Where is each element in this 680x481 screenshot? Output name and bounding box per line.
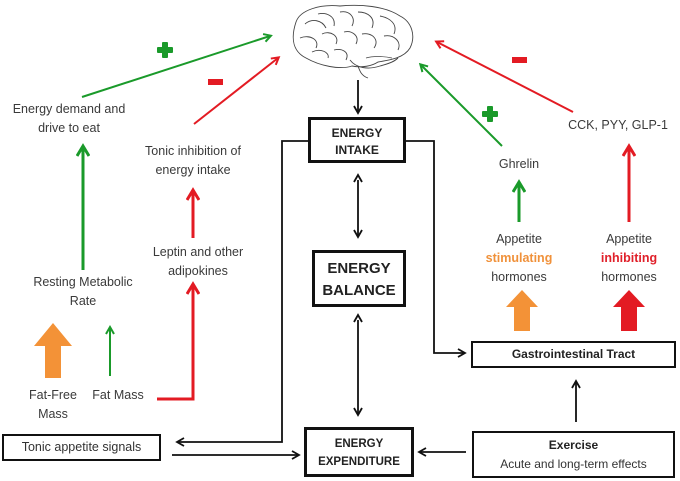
rmr-line2: Rate bbox=[69, 294, 97, 308]
leptin-line2: adipokines bbox=[168, 264, 228, 278]
cck-pyy-glp1-label: CCK, PYY, GLP-1 bbox=[558, 116, 678, 135]
ghrelin-label: Ghrelin bbox=[484, 155, 554, 174]
cck-text: CCK, PYY, GLP-1 bbox=[568, 118, 668, 132]
energy-intake-line1: ENERGY bbox=[331, 126, 383, 140]
fat-free-mass-block-arrow bbox=[34, 323, 72, 378]
fat-free-mass-line2: Mass bbox=[38, 407, 68, 421]
exercise-box: Exercise Acute and long-term effects bbox=[472, 431, 675, 478]
fat-mass-label: Fat Mass bbox=[86, 386, 150, 405]
energy-balance-line1: ENERGY bbox=[327, 260, 391, 277]
appetite-inhib-line1: Appetite bbox=[606, 232, 652, 246]
cck-to-brain-arrow bbox=[437, 42, 574, 113]
ghrelin-text: Ghrelin bbox=[498, 157, 540, 171]
appetite-inhibiting-label: Appetite inhibiting hormones bbox=[584, 230, 674, 287]
leptin-label: Leptin and other adipokines bbox=[138, 243, 258, 281]
gi-tract-label: Gastrointestinal Tract bbox=[511, 347, 636, 361]
tonic-inhibition-line2: energy intake bbox=[155, 163, 231, 177]
appetite-stim-line2: stimulating bbox=[485, 251, 553, 265]
appetite-inhib-line2: inhibiting bbox=[600, 251, 658, 265]
appetite-inhib-line3: hormones bbox=[601, 270, 657, 284]
gi-to-stimulating-block-arrow bbox=[506, 290, 538, 331]
minus-sign-icon bbox=[512, 57, 527, 63]
appetite-stim-line3: hormones bbox=[491, 270, 547, 284]
leptin-line1: Leptin and other bbox=[152, 245, 244, 259]
ghrelin-to-brain-arrow bbox=[421, 65, 503, 147]
gi-to-inhibiting-block-arrow bbox=[613, 290, 645, 331]
resting-metabolic-rate-label: Resting Metabolic Rate bbox=[18, 273, 148, 311]
energy-demand-to-brain-arrow bbox=[81, 36, 270, 98]
minus-sign-icon bbox=[208, 79, 223, 85]
fat-mass-text: Fat Mass bbox=[92, 388, 144, 402]
appetite-stim-line1: Appetite bbox=[496, 232, 542, 246]
tonic-inhibition-to-brain-arrow bbox=[193, 58, 278, 125]
exercise-title: Exercise bbox=[548, 438, 599, 452]
intake-to-tonic-signals-line bbox=[175, 140, 310, 447]
plus-sign-icon bbox=[157, 42, 173, 58]
tonic-appetite-signals-label: Tonic appetite signals bbox=[21, 440, 142, 454]
rmr-line1: Resting Metabolic bbox=[33, 275, 133, 289]
fat-free-mass-line1: Fat-Free bbox=[29, 388, 77, 402]
energy-balance-box: ENERGY BALANCE bbox=[312, 250, 406, 307]
energy-intake-box: ENERGY INTAKE bbox=[308, 117, 406, 163]
tonic-inhibition-line1: Tonic inhibition of bbox=[145, 144, 241, 158]
appetite-stimulating-label: Appetite stimulating hormones bbox=[474, 230, 564, 287]
gastrointestinal-tract-box: Gastrointestinal Tract bbox=[471, 341, 676, 368]
brain-icon bbox=[292, 4, 414, 79]
energy-demand-line2: drive to eat bbox=[38, 121, 100, 135]
energy-intake-line2: INTAKE bbox=[335, 143, 379, 157]
energy-expenditure-line1: ENERGY bbox=[334, 438, 384, 450]
energy-balance-line2: BALANCE bbox=[322, 282, 396, 299]
exercise-subtitle: Acute and long-term effects bbox=[500, 457, 647, 471]
energy-demand-label: Energy demand and drive to eat bbox=[2, 100, 136, 138]
intake-to-gi-line bbox=[406, 140, 467, 358]
energy-demand-line1: Energy demand and bbox=[12, 102, 126, 116]
energy-expenditure-box: ENERGY EXPENDITURE bbox=[304, 427, 414, 477]
fat-mass-to-leptin-arrow bbox=[157, 286, 193, 401]
tonic-inhibition-label: Tonic inhibition of energy intake bbox=[128, 142, 258, 180]
energy-expenditure-line2: EXPENDITURE bbox=[318, 456, 400, 468]
tonic-appetite-signals-box: Tonic appetite signals bbox=[2, 434, 161, 461]
fat-free-mass-label: Fat-Free Mass bbox=[20, 386, 86, 424]
plus-sign-icon bbox=[482, 106, 498, 122]
